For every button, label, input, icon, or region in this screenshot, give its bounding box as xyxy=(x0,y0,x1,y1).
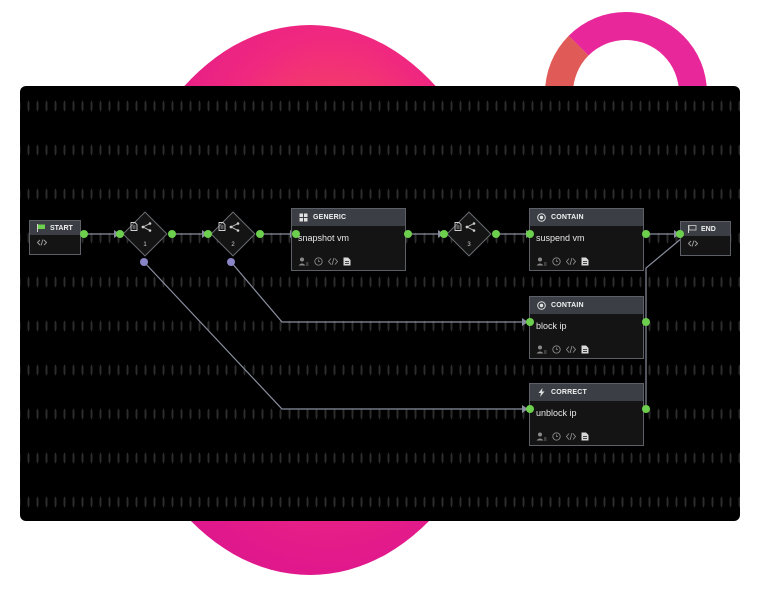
document-icon xyxy=(130,222,138,231)
code-icon xyxy=(37,238,47,246)
clock-icon[interactable] xyxy=(552,257,561,266)
end-node-header: END xyxy=(681,222,730,236)
flag-icon xyxy=(688,225,697,233)
end-node-body xyxy=(681,236,730,250)
decision-3-output-port[interactable] xyxy=(492,230,500,238)
decision-diamond xyxy=(210,211,256,257)
document-icon[interactable] xyxy=(343,257,351,266)
decision-2-input-port[interactable] xyxy=(204,230,212,238)
flag-icon xyxy=(37,224,45,232)
target-icon xyxy=(537,213,546,222)
decision-number: 1 xyxy=(143,242,147,248)
end-input-port[interactable] xyxy=(676,230,684,238)
code-icon[interactable] xyxy=(566,345,576,354)
node-header: CONTAIN xyxy=(530,297,643,314)
decision-node-2[interactable]: 2 xyxy=(210,204,256,264)
user-icon[interactable] xyxy=(536,432,547,441)
user-icon[interactable] xyxy=(536,257,547,266)
workflow-connections xyxy=(84,230,683,413)
snapshot-vm-input-port[interactable] xyxy=(292,230,300,238)
start-node[interactable]: START xyxy=(29,220,81,255)
clock-icon[interactable] xyxy=(552,345,561,354)
grid-icon xyxy=(299,213,308,222)
node-header: CONTAIN xyxy=(530,209,643,226)
code-icon[interactable] xyxy=(566,432,576,441)
decision-2-branch-port[interactable] xyxy=(227,258,235,266)
decision-node-3[interactable]: 3 xyxy=(446,204,492,264)
user-icon[interactable] xyxy=(298,257,309,266)
node-action-icons xyxy=(298,257,351,266)
node-action-icons xyxy=(536,257,589,266)
branch-icon xyxy=(465,222,476,232)
node-header: GENERIC xyxy=(292,209,405,226)
decision-2-output-port[interactable] xyxy=(256,230,264,238)
wire-block-to-end xyxy=(645,237,683,322)
document-icon[interactable] xyxy=(581,432,589,441)
start-node-header: START xyxy=(30,221,80,235)
unblock-ip-input-port[interactable] xyxy=(526,405,534,413)
decision-3-input-port[interactable] xyxy=(440,230,448,238)
decision-number: 3 xyxy=(467,242,471,248)
action-node-block-ip[interactable]: CONTAIN block ip xyxy=(529,296,644,359)
branch-icon xyxy=(229,222,240,232)
decision-node-1[interactable]: 1 xyxy=(122,204,168,264)
block-ip-input-port[interactable] xyxy=(526,318,534,326)
node-action-icons xyxy=(536,345,589,354)
end-node[interactable]: END xyxy=(680,221,731,256)
document-icon[interactable] xyxy=(581,257,589,266)
node-type-label: CORRECT xyxy=(551,389,588,396)
snapshot-vm-output-port[interactable] xyxy=(404,230,412,238)
node-type-label: CONTAIN xyxy=(551,214,584,221)
decision-diamond xyxy=(122,211,168,257)
clock-icon[interactable] xyxy=(552,432,561,441)
clock-icon[interactable] xyxy=(314,257,323,266)
code-icon xyxy=(688,239,698,247)
end-label: END xyxy=(701,225,716,233)
action-node-snapshot-vm[interactable]: GENERIC snapshot vm xyxy=(291,208,406,271)
target-icon xyxy=(537,301,546,310)
decision-icons xyxy=(218,222,240,232)
action-node-suspend-vm[interactable]: CONTAIN suspend vm xyxy=(529,208,644,271)
node-header: CORRECT xyxy=(530,384,643,401)
wire-decision-1-to-unblock xyxy=(143,261,526,410)
node-type-label: CONTAIN xyxy=(551,302,584,309)
wire-decision-2-to-block xyxy=(230,261,526,323)
arrow-block-in xyxy=(522,318,528,326)
decision-1-input-port[interactable] xyxy=(116,230,124,238)
arrow-unblock-in xyxy=(522,405,528,413)
document-icon xyxy=(454,222,462,231)
code-icon[interactable] xyxy=(566,257,576,266)
branch-icon xyxy=(141,222,152,232)
decision-1-branch-port[interactable] xyxy=(140,258,148,266)
code-icon[interactable] xyxy=(328,257,338,266)
suspend-vm-output-port[interactable] xyxy=(642,230,650,238)
start-node-body xyxy=(30,235,80,249)
start-output-port[interactable] xyxy=(80,230,88,238)
node-title: snapshot vm xyxy=(298,233,350,243)
decision-icons xyxy=(454,222,476,232)
node-title: unblock ip xyxy=(536,408,577,418)
document-icon[interactable] xyxy=(581,345,589,354)
node-type-label: GENERIC xyxy=(313,214,347,221)
decision-diamond xyxy=(446,211,492,257)
lightning-icon xyxy=(538,388,545,397)
node-action-icons xyxy=(536,432,589,441)
suspend-vm-input-port[interactable] xyxy=(526,230,534,238)
action-node-unblock-ip[interactable]: CORRECT unblock ip xyxy=(529,383,644,446)
decision-icons xyxy=(130,222,152,232)
node-title: block ip xyxy=(536,321,567,331)
workflow-canvas[interactable]: START 1 2 GENERIC snapshot vm xyxy=(20,86,740,521)
node-title: suspend vm xyxy=(536,233,585,243)
user-icon[interactable] xyxy=(536,345,547,354)
decision-number: 2 xyxy=(231,242,235,248)
block-ip-output-port[interactable] xyxy=(642,318,650,326)
start-label: START xyxy=(50,224,73,232)
unblock-ip-output-port[interactable] xyxy=(642,405,650,413)
decision-1-output-port[interactable] xyxy=(168,230,176,238)
document-icon xyxy=(218,222,226,231)
